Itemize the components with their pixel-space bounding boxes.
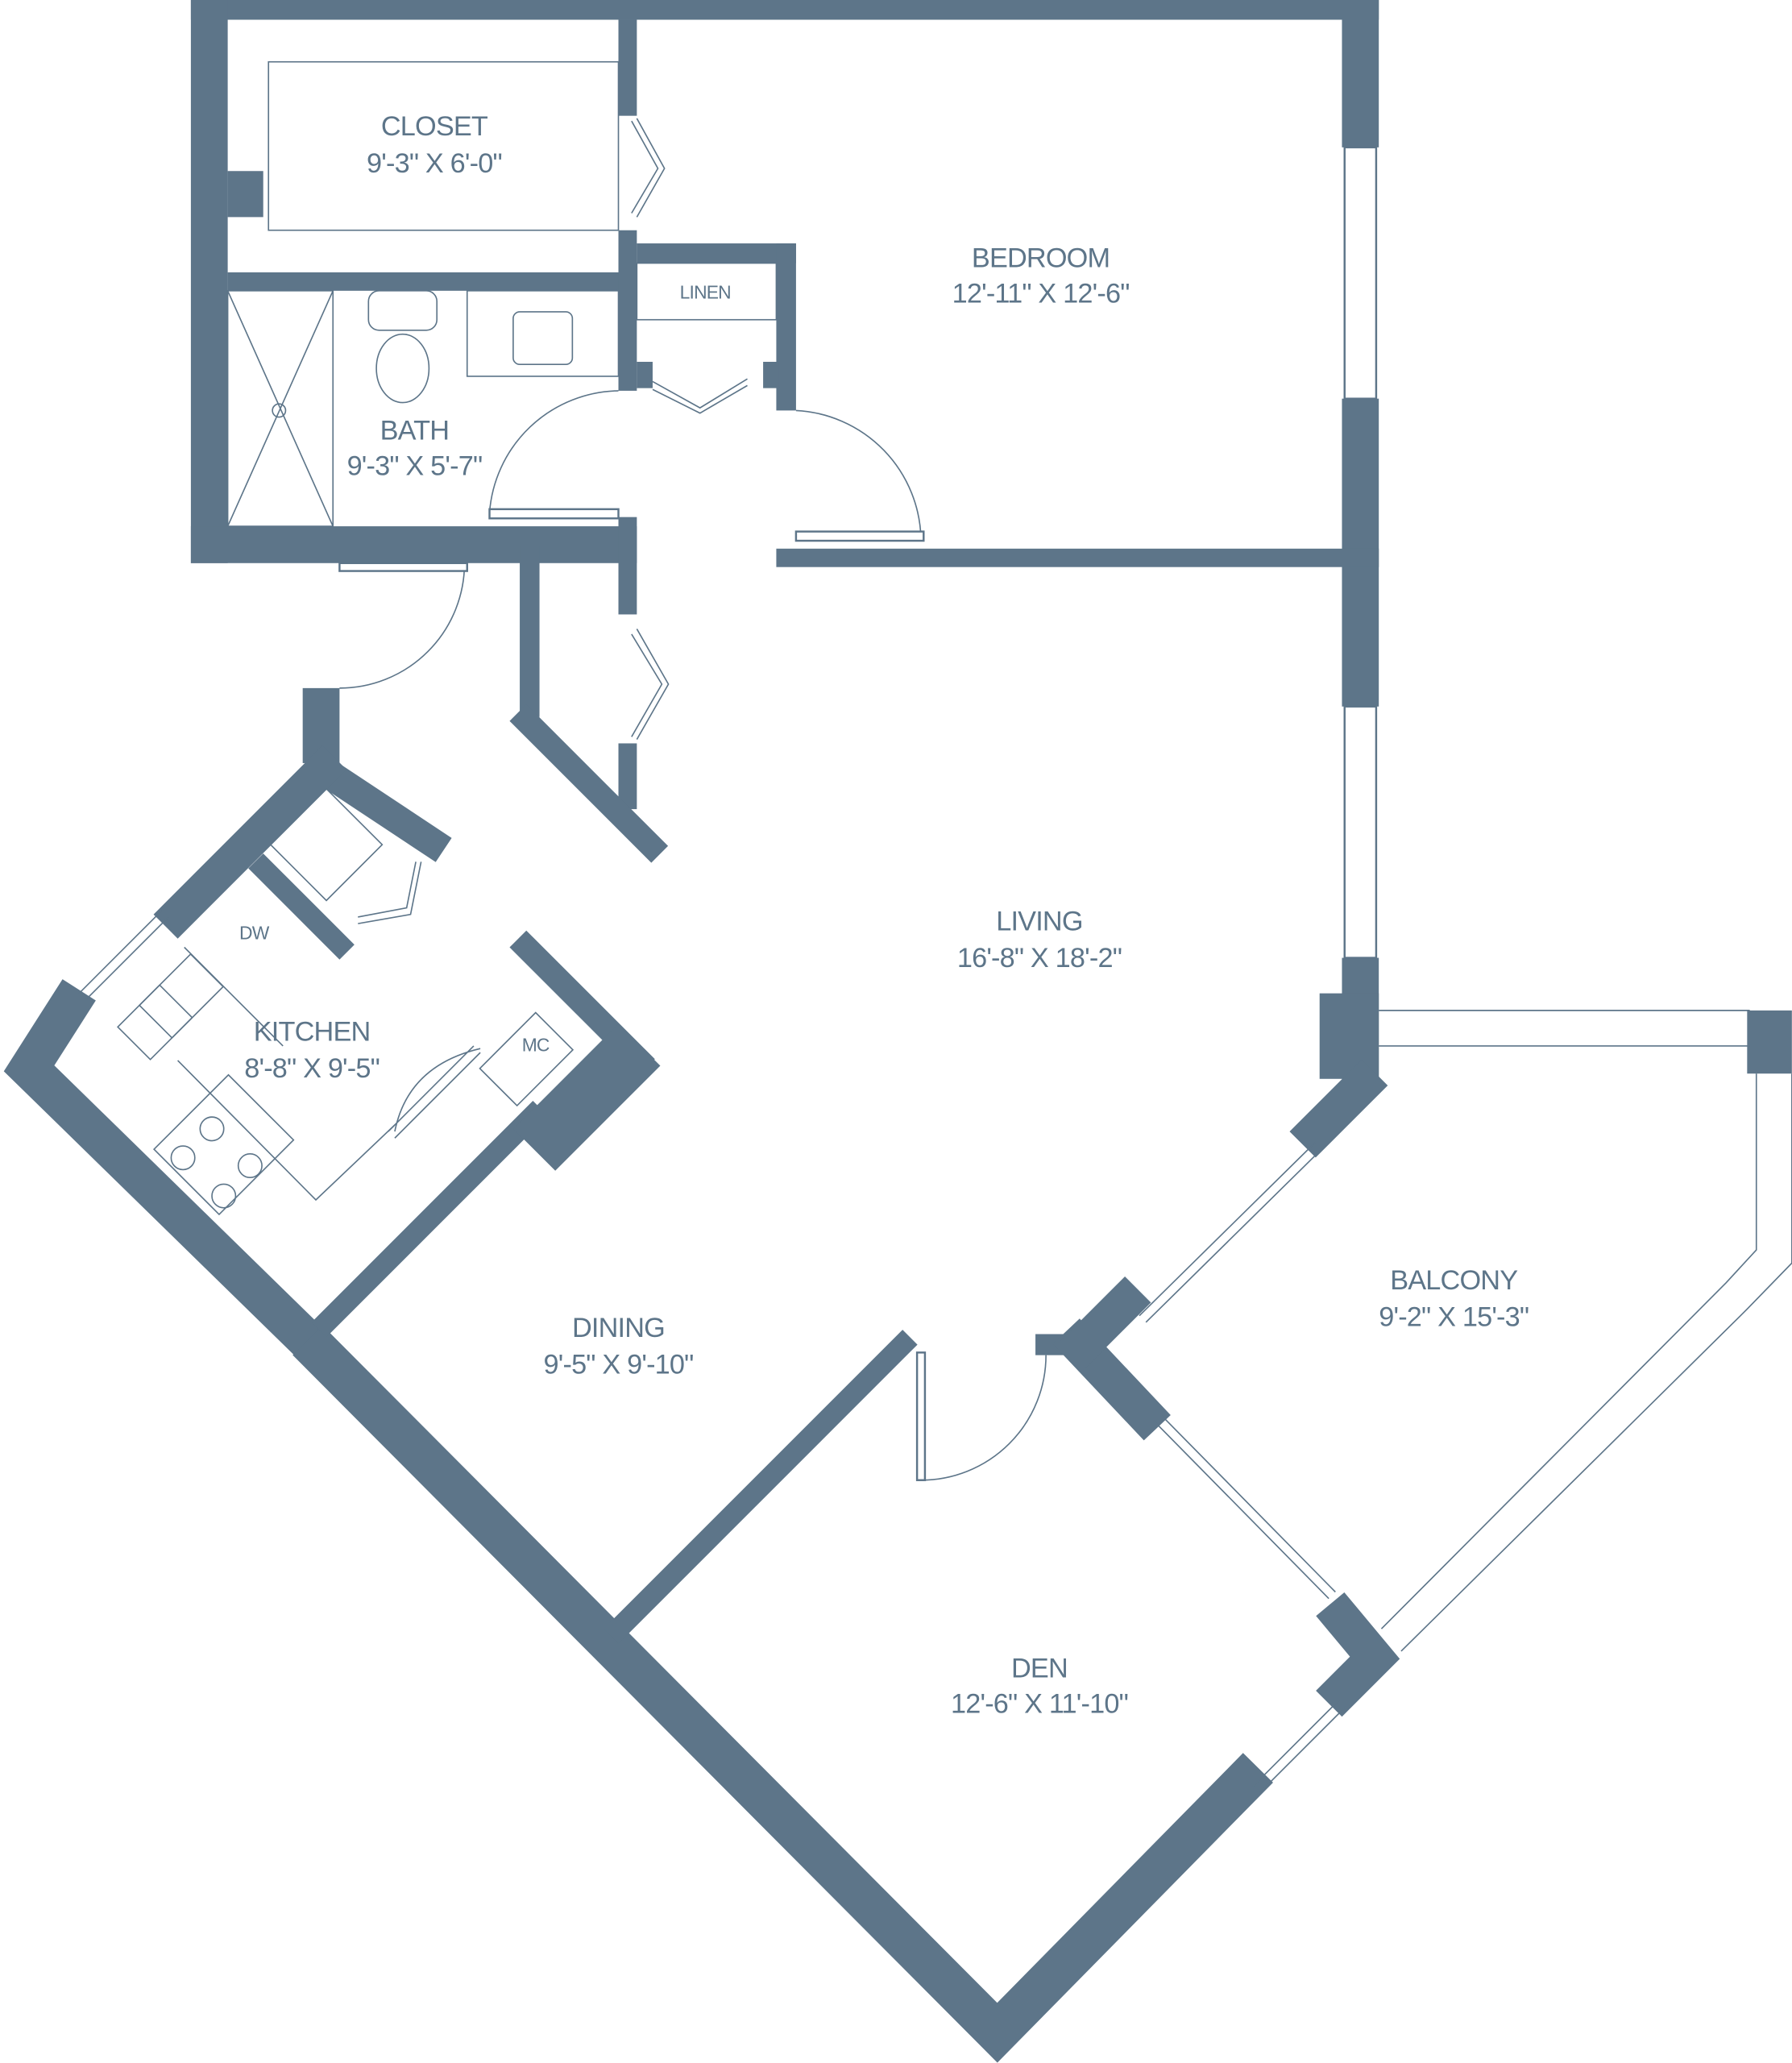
bath-size: 9'-3" X 5'-7" bbox=[347, 450, 483, 481]
living-name: LIVING bbox=[996, 906, 1082, 936]
kitchen-size: 8'-8" X 9'-5" bbox=[244, 1053, 380, 1084]
dining-size: 9'-5" X 9'-10" bbox=[544, 1349, 694, 1380]
doors bbox=[338, 118, 1047, 1481]
bedroom-size: 12'-11" X 12'-6" bbox=[952, 279, 1130, 309]
mc-label: MC bbox=[522, 1034, 550, 1055]
den-name: DEN bbox=[1011, 1654, 1068, 1684]
room-labels: CLOSET 9'-3" X 6'-0" BEDROOM 12'-11" X 1… bbox=[239, 111, 1529, 1720]
dining-name: DINING bbox=[572, 1313, 665, 1343]
fixtures bbox=[117, 60, 778, 1216]
closet-name: CLOSET bbox=[381, 111, 488, 142]
bedroom-name: BEDROOM bbox=[972, 243, 1110, 273]
living-size: 16'-8" X 18'-2" bbox=[957, 943, 1122, 973]
windows bbox=[78, 146, 1378, 1794]
bath-name: BATH bbox=[380, 415, 450, 446]
dw-label: DW bbox=[239, 923, 270, 944]
den-size: 12'-6" X 11'-10" bbox=[951, 1689, 1128, 1720]
linen-label: LINEN bbox=[680, 282, 731, 303]
balcony-railing bbox=[1379, 1010, 1792, 1652]
balcony-name: BALCONY bbox=[1390, 1265, 1518, 1296]
balcony-size: 9'-2" X 15'-3" bbox=[1379, 1302, 1529, 1333]
closet-size: 9'-3" X 6'-0" bbox=[367, 148, 502, 179]
kitchen-name: KITCHEN bbox=[254, 1016, 371, 1047]
walls bbox=[3, 0, 1792, 2063]
